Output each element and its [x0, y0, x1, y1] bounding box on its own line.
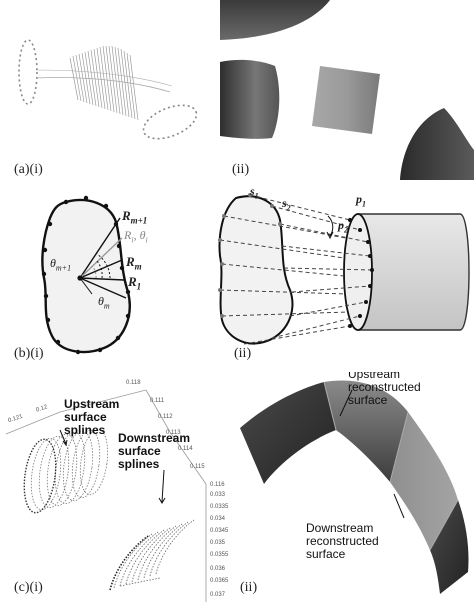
upstream-surface-annotation: Upstream reconstructed surface [348, 372, 421, 407]
tick-00345: 0.0345 [210, 528, 229, 534]
tick-0035: 0.035 [210, 540, 226, 546]
label-p2: p2 [338, 218, 348, 235]
label-p1: p1 [356, 192, 366, 209]
panel-a-ii [220, 0, 474, 180]
downstream-splines-annotation: Downstream surface splines [118, 431, 191, 471]
surface-splines-plot [5, 389, 207, 602]
label-a-ii: (ii) [232, 162, 250, 177]
label-b-ii: (ii) [234, 346, 252, 361]
label-R-m: Rm [126, 254, 142, 272]
label-c-ii: (ii) [240, 580, 258, 595]
tick-0115: 0.115 [190, 464, 205, 470]
upstream-splines-annotation: Upstream surface splines [64, 397, 120, 437]
label-b-i: (b)(i) [14, 346, 44, 361]
tick-0034: 0.034 [210, 516, 226, 522]
tick-0114: 0.114 [178, 446, 193, 452]
panel-c-i: 0.118 0.111 0.112 0.113 0.114 0.115 0.11… [0, 372, 240, 609]
tick-00335: 0.0335 [210, 504, 229, 510]
label-theta-m: θm [98, 294, 110, 311]
tick-0033: 0.033 [210, 492, 226, 498]
tick-0036: 0.036 [210, 566, 226, 572]
spline-sections-sketch [18, 39, 198, 140]
tick-00355: 0.0355 [210, 552, 229, 558]
panel-b-i: Rm+1 Ri, θi Rm R1 θm+1 θm [0, 188, 220, 378]
label-R-m-plus-1: Rm+1 [122, 208, 148, 226]
label-R-i-theta-i: Ri, θi [124, 228, 148, 245]
reconstructed-surface-render [240, 380, 469, 594]
tick-00365: 0.0365 [210, 578, 229, 584]
label-c-i: (c)(i) [14, 580, 43, 595]
segmented-surfaces [220, 0, 474, 180]
panel-c-ii: Upstream reconstructed surface Downstrea… [240, 372, 474, 609]
section-to-cylinder-mapping [218, 193, 470, 345]
tick-0113: 0.113 [166, 430, 181, 436]
label-s1: s1 [250, 184, 259, 201]
tick-0037: 0.037 [210, 592, 226, 598]
tick-0112: 0.112 [158, 414, 173, 420]
label-s2: s2 [282, 196, 291, 213]
panel-a-i [0, 0, 220, 160]
label-theta-m-plus-1: θm+1 [50, 256, 72, 273]
panel-b-ii: s1 s2 p1 p2 [210, 180, 474, 370]
label-R-1: R1 [128, 274, 142, 292]
tick-0118: 0.118 [126, 380, 141, 386]
label-a-i-text: (a)(i) [14, 162, 43, 177]
cross-section-radial-diagram [41, 195, 131, 355]
tick-0111: 0.111 [150, 398, 165, 404]
downstream-surface-annotation: Downstream reconstructed surface [306, 521, 379, 561]
tick-0116: 0.116 [210, 482, 225, 488]
